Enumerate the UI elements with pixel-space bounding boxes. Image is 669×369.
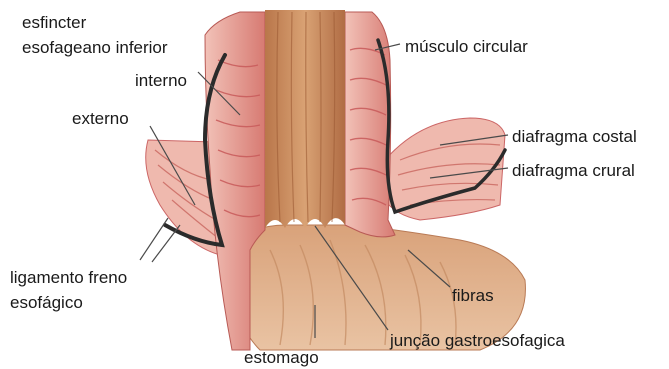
label-interno: interno (135, 70, 187, 91)
label-diafragma-costal: diafragma costal (512, 126, 637, 147)
label-esfincter-line2: esofageano inferior (22, 37, 168, 58)
label-musculo-circular: músculo circular (405, 36, 528, 57)
label-esfincter-line1: esfincter (22, 12, 86, 33)
label-ligamento-line2: esofágico (10, 292, 83, 313)
label-juncao: junção gastroesofagica (390, 330, 565, 351)
label-ligamento-line1: ligamento freno (10, 267, 127, 288)
right-diaphragm (385, 118, 505, 220)
label-externo: externo (72, 108, 129, 129)
label-fibras: fibras (452, 285, 494, 306)
label-estomago: estomago (244, 347, 319, 368)
label-diafragma-crural: diafragma crural (512, 160, 635, 181)
